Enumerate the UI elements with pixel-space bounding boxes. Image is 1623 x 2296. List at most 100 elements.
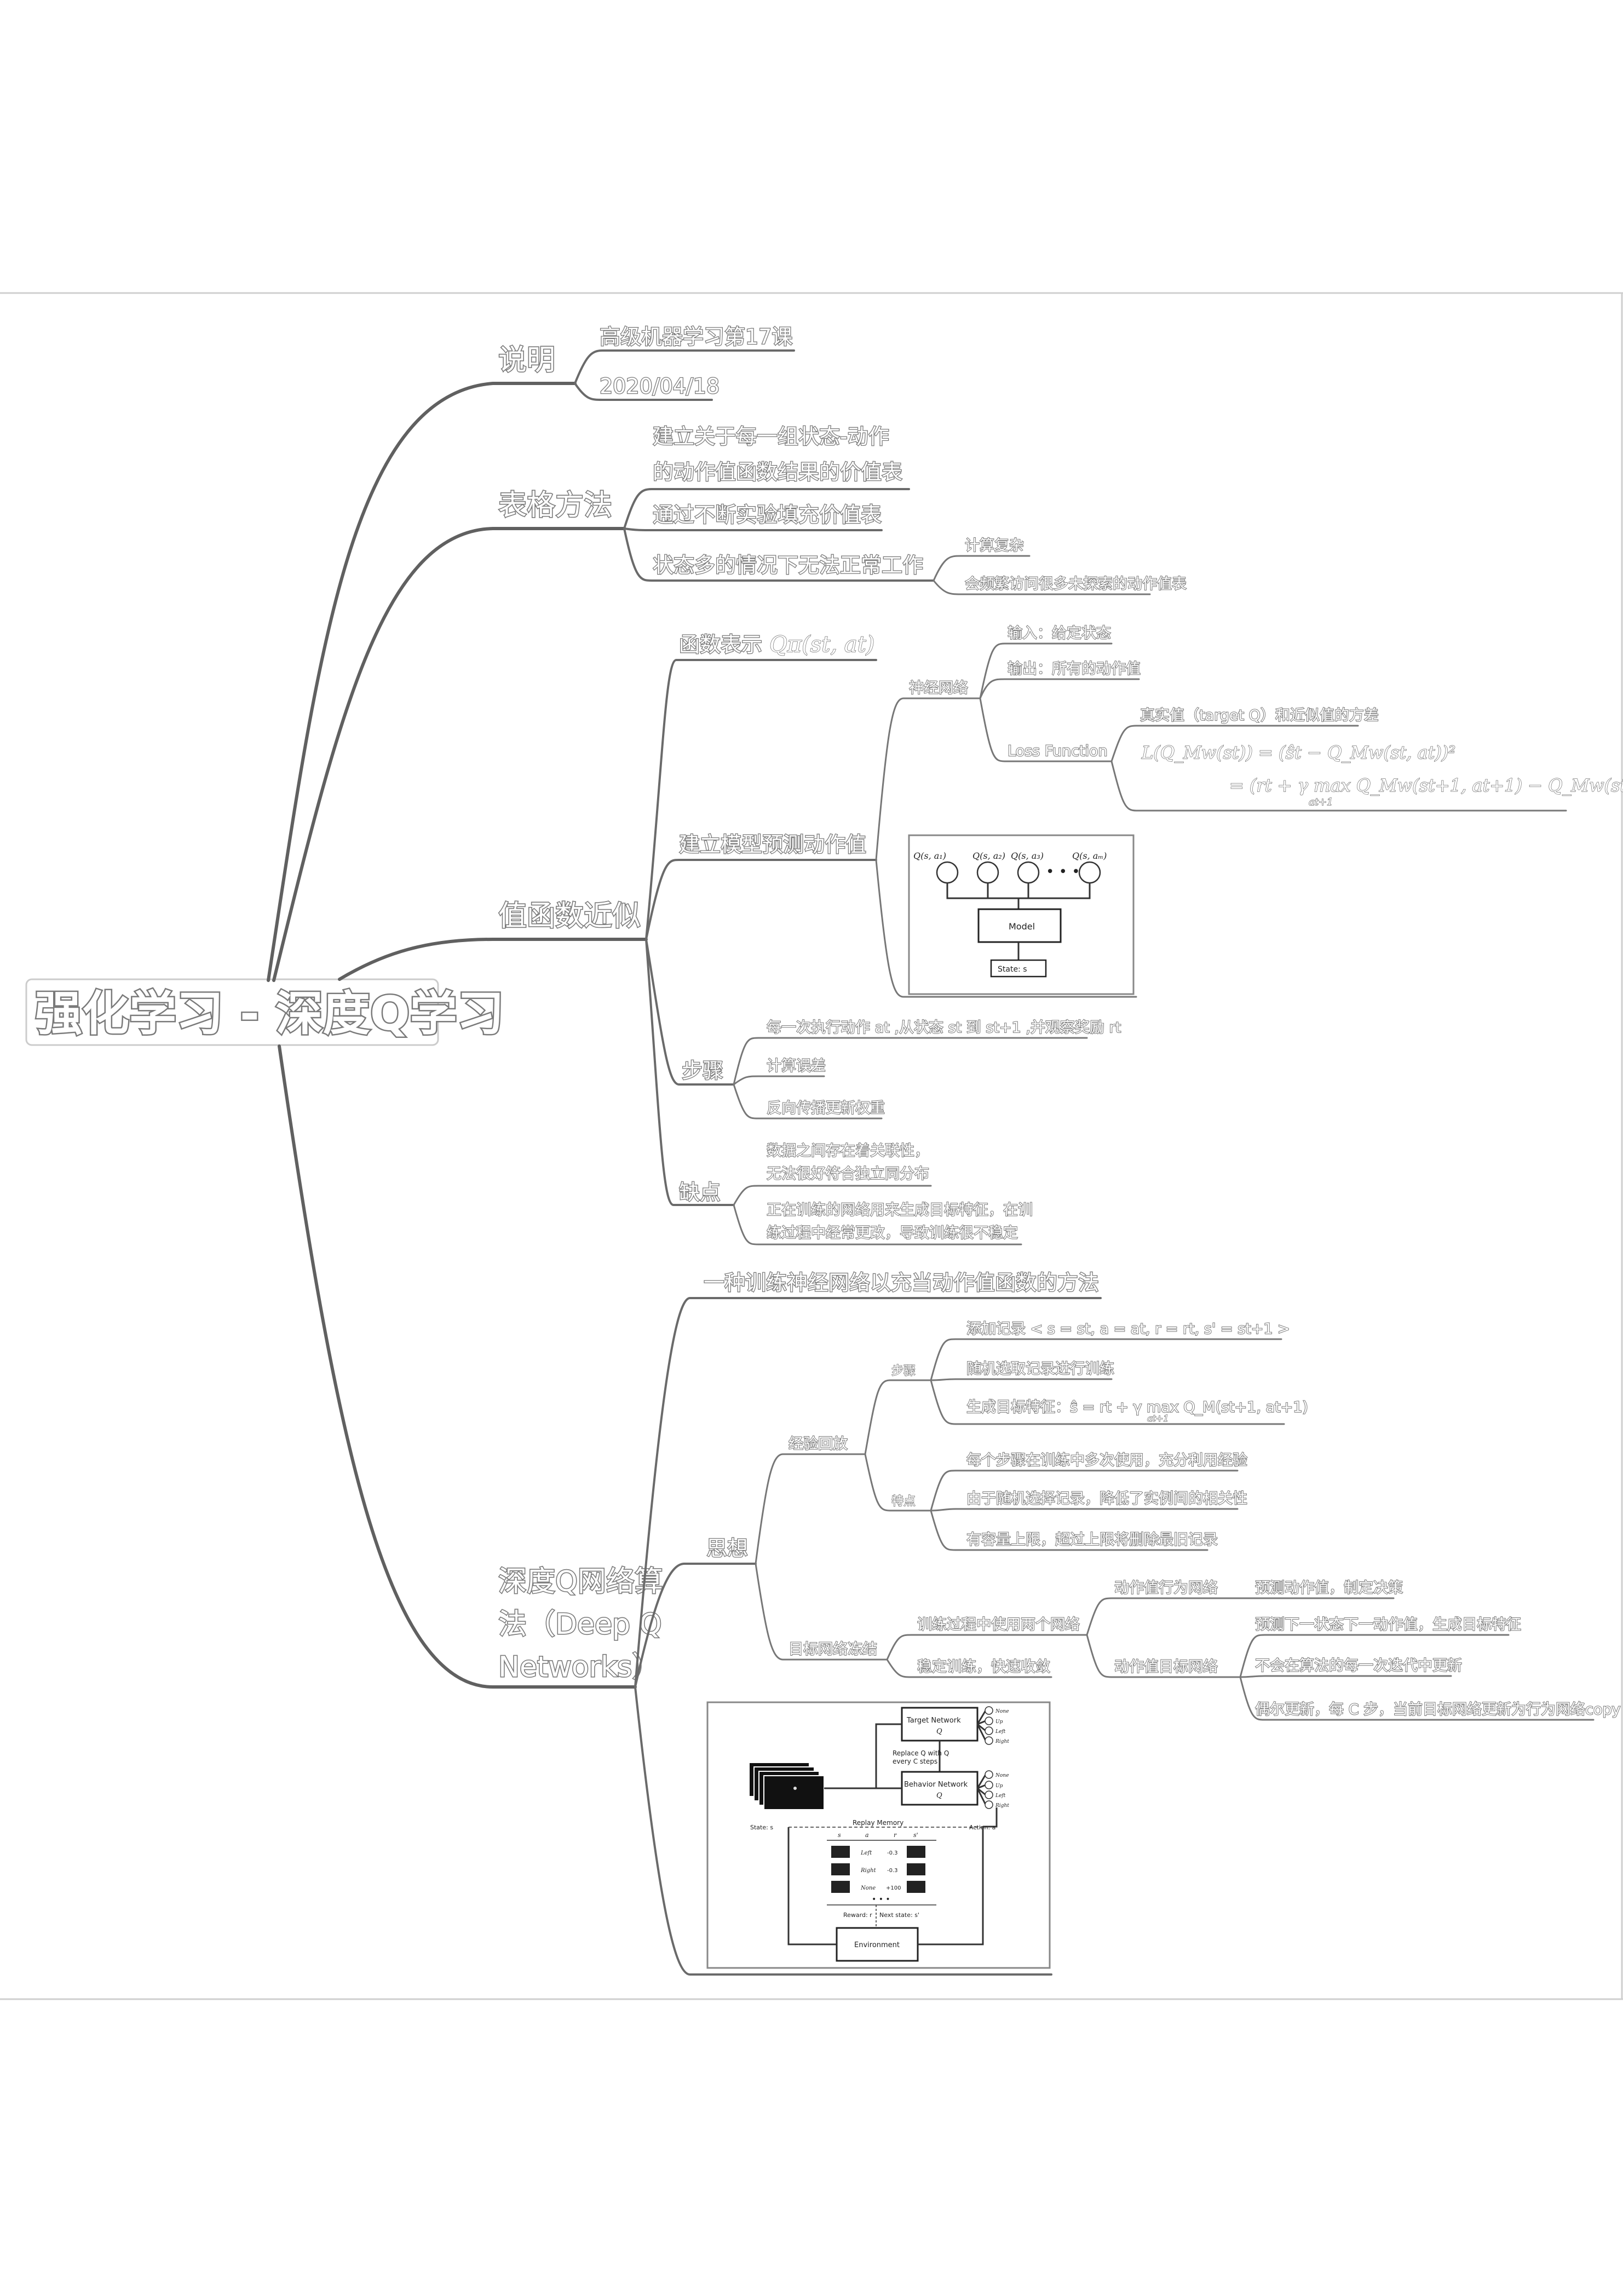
b2-item1-line1[interactable]: 建立关于每一组状态-动作: [652, 424, 890, 450]
b2-item3[interactable]: 状态多的情况下无法正常工作: [652, 553, 924, 578]
root-node[interactable]: 强化学习 - 深度Q学习: [25, 978, 505, 1046]
b3-loss-eq2: = (rt + γ max Q_Mw(st+1, at+1) − Q_Mw(st…: [1229, 775, 1623, 796]
b1-item-2[interactable]: 2020/04/18: [599, 374, 721, 399]
replay-row-2: Right -0.3: [831, 1863, 925, 1875]
b4-behavior-child[interactable]: 预测动作值，制定决策: [1254, 1579, 1403, 1597]
replay-dots: • • •: [872, 1895, 890, 1904]
frame-sprite: [793, 1787, 797, 1790]
b4-target-item-2[interactable]: 稳定训练，快速收敛: [917, 1658, 1051, 1676]
b4-replay-feats-label[interactable]: 特点: [891, 1494, 916, 1509]
row1-s2: [907, 1846, 925, 1858]
b-edge-2: [977, 1784, 986, 1789]
target-network-label: Target Network: [906, 1717, 961, 1725]
b4-replay-steps-label[interactable]: 步骤: [891, 1364, 916, 1379]
b3-nn-loss-label[interactable]: Loss Function: [1007, 742, 1108, 760]
b3-nn-label[interactable]: 神经网络: [908, 679, 969, 697]
q-node-3: [1017, 861, 1040, 884]
b1-item-1[interactable]: 高级机器学习第17课: [599, 324, 793, 350]
b3-cons-line-1: [733, 1185, 932, 1206]
b4-label-line1[interactable]: 深度Q网络算: [497, 1564, 664, 1599]
b1-label[interactable]: 说明: [497, 343, 556, 377]
b4-rf-item-2[interactable]: 由于随机选择记录，降低了实例间的相关性: [966, 1490, 1248, 1508]
b3-label[interactable]: 值函数近似: [497, 899, 641, 933]
b3-steps-label[interactable]: 步骤: [681, 1058, 724, 1084]
b4-rs-item-2[interactable]: 随机选取记录进行训练: [966, 1360, 1115, 1378]
b3-nn-output-line: [979, 678, 1140, 699]
b3-nn-input[interactable]: 输入：给定状态: [1007, 624, 1112, 642]
b2-line-2: [623, 527, 883, 531]
b4-label-line3[interactable]: Networks）: [497, 1650, 661, 1684]
b3-step-2[interactable]: 计算误差: [766, 1057, 826, 1075]
b3-cons-2-line1[interactable]: 正在训练的网络用来生成目标特征，在训: [766, 1201, 1033, 1219]
behavior-network-q: Q: [936, 1792, 942, 1800]
q-label-2: Q(s, a₂): [972, 851, 1005, 861]
b3-loss-eq1: L(Q_Mw(st)) = (ŝt − Q_Mw(st, at))²: [1141, 742, 1455, 763]
t-action-4: Right: [995, 1739, 1009, 1744]
env-to-state: [787, 1827, 837, 1945]
b4-label-line2[interactable]: 法（Deep Q: [497, 1607, 663, 1641]
b3-cons-label[interactable]: 缺点: [678, 1180, 722, 1206]
b2-item3-child-1[interactable]: 计算复杂: [964, 537, 1025, 555]
b3-fn-line: [645, 659, 877, 940]
b2-item1-line2[interactable]: 的动作值函数结果的价值表: [652, 460, 903, 485]
b4-target-label[interactable]: 目标网络冻结: [788, 1640, 878, 1658]
row3-s2: [907, 1881, 925, 1893]
row3-a: None: [860, 1885, 876, 1891]
b2-item2[interactable]: 通过不断实验填充价值表: [652, 502, 883, 528]
q-node-1: [936, 861, 959, 884]
b3-model-label[interactable]: 建立模型预测动作值: [678, 832, 867, 858]
b4-rs-item-3[interactable]: 生成目标特征：ŝ = rt + γ max Q_M(st+1, at+1): [966, 1398, 1309, 1416]
b4-targetnet-label[interactable]: 动作值目标网络: [1114, 1658, 1218, 1676]
b4-desc[interactable]: 一种训练神经网络以充当动作值函数的方法: [703, 1270, 1100, 1296]
reward-label: Reward: r: [843, 1912, 872, 1919]
b2-item3-child-2[interactable]: 会频繁访问很多未探索的动作值表: [964, 575, 1187, 593]
b4-figure-line: [634, 1686, 1052, 1976]
b4-tn-child-1[interactable]: 预测下一状态下一动作值，生成目标特征: [1254, 1616, 1522, 1634]
b4-rs-item-3-sub: at+1: [1147, 1413, 1169, 1423]
b1-line-2: [574, 382, 713, 401]
row1-r: -0.3: [887, 1850, 898, 1856]
b3-step-1[interactable]: 每一次执行动作 at ,从状态 st 到 st+1 ,并观察奖励 rt: [766, 1019, 1121, 1037]
row2-r: -0.3: [887, 1868, 898, 1874]
b4-rs-item-1[interactable]: 添加记录 < s = st, a = at, r = rt, s' = st+1…: [966, 1320, 1291, 1338]
state-label-fig: State: s: [750, 1824, 773, 1831]
replay-row-3: None +100: [831, 1881, 925, 1893]
b4-behavior-label[interactable]: 动作值行为网络: [1114, 1579, 1218, 1597]
b4-rs-line-2: [930, 1378, 1113, 1381]
b3-fn-label[interactable]: 函数表示: [678, 632, 763, 658]
root-box: [25, 978, 439, 1046]
t-edge-2: [977, 1720, 986, 1725]
b2-label[interactable]: 表格方法: [497, 488, 613, 523]
behavior-network-label: Behavior Network: [904, 1781, 968, 1789]
row1-s: [831, 1846, 850, 1858]
b3-loss-target[interactable]: 真实值（target Q）和近似值的方差: [1139, 707, 1379, 725]
q-dots: • • •: [1046, 864, 1080, 880]
q-label-1: Q(s, a₁): [913, 851, 946, 861]
replay-row-1: Left -0.3: [831, 1846, 925, 1858]
row1-a: Left: [860, 1850, 872, 1856]
b-edge-1: [976, 1774, 987, 1789]
b4-replay-label[interactable]: 经验回放: [788, 1435, 848, 1453]
b-action-2: Up: [995, 1783, 1003, 1789]
b4-targetnet-line: [1086, 1634, 1241, 1678]
every-text: every C steps: [893, 1758, 937, 1765]
replay-col-s2: s': [913, 1832, 918, 1839]
row3-s: [831, 1881, 850, 1893]
b4-idea-label[interactable]: 思想: [706, 1536, 749, 1562]
b4-tn-child-2[interactable]: 不会在算法的每一次迭代中更新: [1254, 1657, 1463, 1675]
t-node-2: [985, 1717, 993, 1725]
b4-rf-item-1[interactable]: 每个步骤在训练中多次使用，充分利用经验: [966, 1451, 1248, 1470]
b3-cons-2-line2[interactable]: 练过程中经常更改，导致训练很不稳定: [766, 1224, 1018, 1242]
b4-tn-child-3[interactable]: 偶尔更新，每 C 步，当前目标网络更新为行为网络copy: [1254, 1701, 1621, 1719]
t-action-3: Left: [995, 1729, 1006, 1735]
game-frames: [749, 1762, 825, 1810]
b3-nn-output[interactable]: 输出：所有的动作值: [1007, 660, 1141, 678]
b3-step-3[interactable]: 反向传播更新权重: [766, 1099, 885, 1117]
b4-target-item-1[interactable]: 训练过程中使用两个网络: [917, 1616, 1080, 1634]
b3-cons-1-line1[interactable]: 数据之间存在着关联性，: [766, 1142, 930, 1160]
b4-rf-item-3[interactable]: 有容量上限，超过上限将删除最旧记录: [966, 1531, 1218, 1549]
b4-tn-child-line-3: [1239, 1676, 1595, 1721]
q-label-3: Q(s, a₃): [1011, 851, 1044, 861]
b3-cons-1-line2[interactable]: 无法很好符合独立同分布: [766, 1165, 930, 1183]
